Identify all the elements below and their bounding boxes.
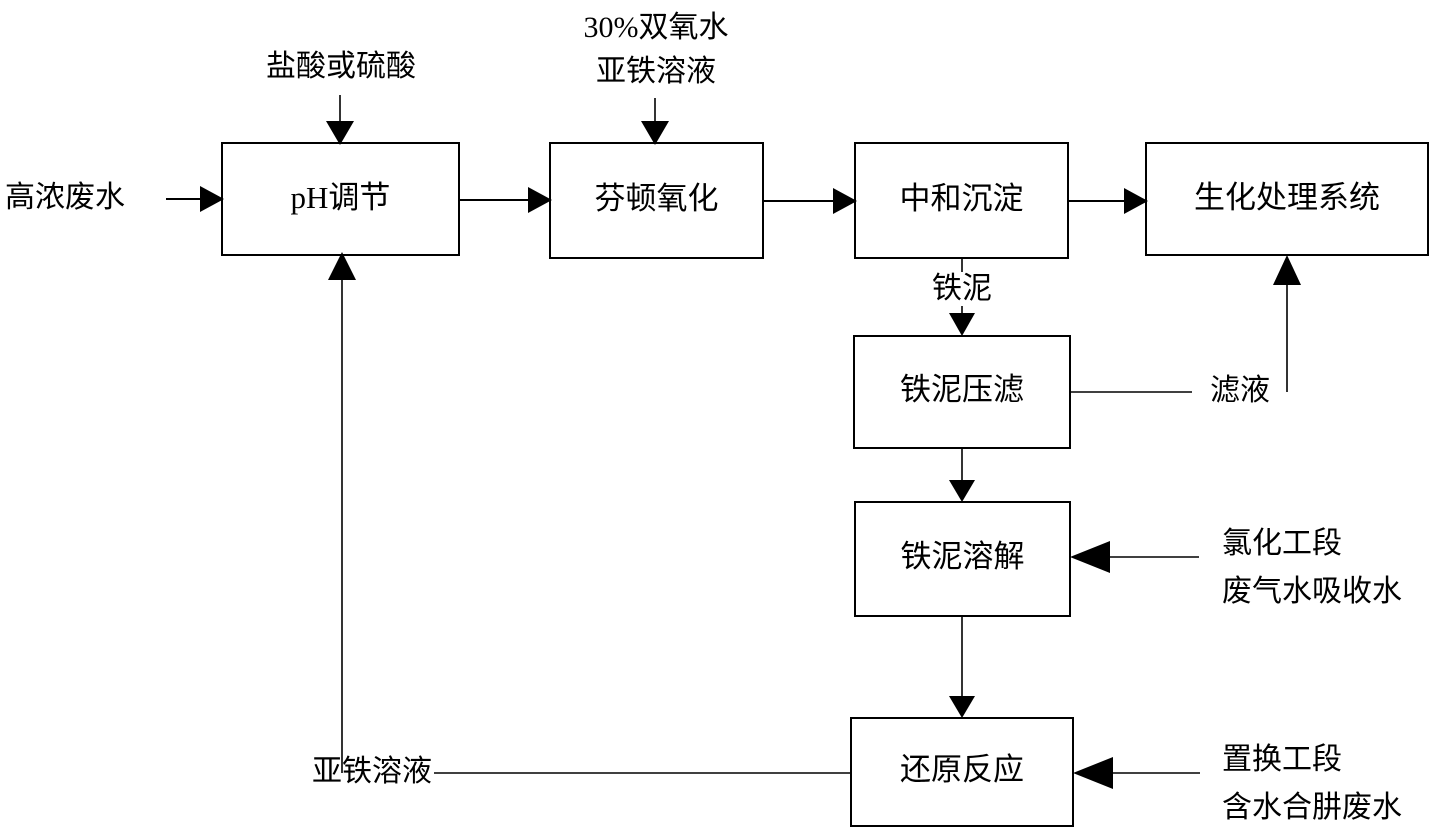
node-label-biochemical-treatment-system: 生化处理系统 xyxy=(1194,180,1380,215)
node-label-fenton-oxidation: 芬顿氧化 xyxy=(595,181,719,216)
node-neutralization-precipitation[interactable]: 中和沉淀 xyxy=(854,142,1069,259)
arrowhead-ph-fenton xyxy=(528,187,552,213)
arrowhead-dissolve-reduce xyxy=(949,696,975,718)
stream-label-chlorination-line1: 氯化工段 xyxy=(1222,527,1342,560)
node-box-fenton-oxidation[interactable] xyxy=(549,142,764,259)
node-box-biochemical-treatment-system[interactable] xyxy=(1145,142,1429,256)
node-box-iron-sludge-filter-press[interactable] xyxy=(853,335,1071,449)
edge-influent-to-ph xyxy=(166,186,224,212)
edge-ph-to-fenton xyxy=(459,187,552,213)
arrowhead-recycle xyxy=(328,252,356,280)
node-label-iron-sludge-filter-press: 铁泥压滤 xyxy=(900,372,1024,407)
node-label-neutralization-precipitation: 中和沉淀 xyxy=(900,181,1024,216)
stream-label-ferrous-feed: 亚铁溶液 xyxy=(596,55,716,88)
stream-label-filtrate: 滤液 xyxy=(1210,374,1270,407)
arrowhead-ironmud xyxy=(949,313,975,336)
arrowhead-oxidant xyxy=(641,121,669,145)
node-reduction-reaction[interactable]: 还原反应 xyxy=(850,717,1074,827)
stream-label-substitution-line1: 置换工段 xyxy=(1222,743,1342,776)
arrowhead-substitution xyxy=(1073,757,1113,789)
node-label-ph-adjust: pH调节 xyxy=(291,180,391,215)
edge-filter-press-to-dissolution xyxy=(949,448,975,502)
edge-neutralization-to-bio xyxy=(1068,188,1148,214)
node-label-iron-sludge-dissolution: 铁泥溶解 xyxy=(901,539,1025,574)
edge-neutralization-to-filter-press xyxy=(949,258,975,336)
stream-label-recycle-ferrous: 亚铁溶液 xyxy=(312,755,432,788)
node-fenton-oxidation[interactable]: 芬顿氧化 xyxy=(549,142,764,259)
edge-fenton-to-neutralization xyxy=(763,188,857,214)
arrowhead-fenton-neutral xyxy=(833,188,857,214)
arrowhead-neutral-bio xyxy=(1124,188,1148,214)
stream-label-influent: 高浓废水 xyxy=(5,181,125,214)
stream-label-substitution-line2: 含水合肼废水 xyxy=(1222,791,1402,824)
node-iron-sludge-dissolution[interactable]: 铁泥溶解 xyxy=(854,501,1071,617)
stream-label-iron-sludge: 铁泥 xyxy=(932,272,992,305)
node-label-reduction-reaction: 还原反应 xyxy=(900,752,1024,787)
node-box-neutralization-precipitation[interactable] xyxy=(854,142,1069,259)
edge-oxidant-to-fenton xyxy=(641,98,669,145)
node-box-iron-sludge-dissolution[interactable] xyxy=(854,501,1071,617)
edge-acid-to-ph xyxy=(326,95,354,145)
edge-chlorination-to-dissolution xyxy=(1070,541,1199,573)
arrowhead-influent xyxy=(200,186,224,212)
edge-recycle-ferrous-to-ph xyxy=(328,252,851,774)
stream-label-peroxide: 30%双氧水 xyxy=(584,11,729,44)
arrowhead-acid xyxy=(326,121,354,145)
node-iron-sludge-filter-press[interactable]: 铁泥压滤 xyxy=(853,335,1071,449)
arrowhead-filtrate xyxy=(1273,255,1301,285)
edge-substitution-to-reduction xyxy=(1073,757,1200,789)
node-ph-adjust[interactable]: pH调节 xyxy=(221,142,460,256)
edge-filtrate-to-bio xyxy=(1070,255,1301,393)
edge-dissolution-to-reduction xyxy=(949,616,975,718)
node-box-reduction-reaction[interactable] xyxy=(850,717,1074,827)
node-biochemical-treatment-system[interactable]: 生化处理系统 xyxy=(1145,142,1429,256)
arrowhead-press-dissolve xyxy=(949,480,975,502)
stream-label-chlorination-line2: 废气水吸收水 xyxy=(1222,575,1402,608)
stream-label-acid: 盐酸或硫酸 xyxy=(266,50,416,83)
node-box-ph-adjust[interactable] xyxy=(221,142,460,256)
arrowhead-chlorination xyxy=(1070,541,1110,573)
